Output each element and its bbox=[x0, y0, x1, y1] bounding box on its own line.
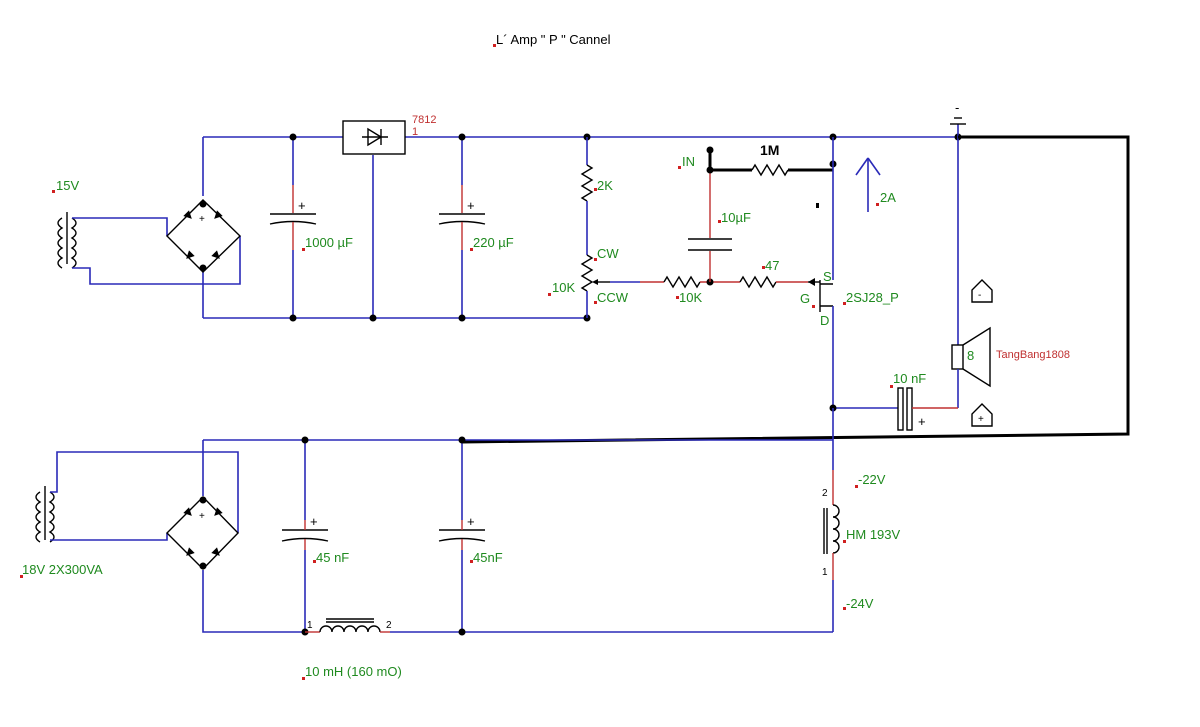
ammeter-2a bbox=[855, 157, 881, 212]
capacitor-10nf: + bbox=[833, 387, 958, 431]
svg-text:-: - bbox=[955, 100, 959, 115]
svg-text:+: + bbox=[199, 511, 205, 522]
label-8: 8 bbox=[967, 348, 974, 363]
resistor-10k bbox=[640, 275, 740, 289]
svg-text:+: + bbox=[467, 514, 475, 529]
title: L´ Amp " P " Cannel bbox=[496, 32, 611, 47]
svg-text:2: 2 bbox=[386, 620, 392, 631]
resistor-47 bbox=[739, 275, 808, 289]
label-18v: 18V 2X300VA bbox=[22, 562, 103, 577]
capacitor-10uf bbox=[688, 170, 732, 282]
label-hm193v: HM 193V bbox=[846, 527, 901, 542]
svg-text:1: 1 bbox=[412, 126, 418, 138]
svg-text:-: - bbox=[978, 290, 981, 301]
transformer-15v bbox=[57, 212, 241, 285]
resistor-2k bbox=[580, 137, 594, 255]
svg-text:+: + bbox=[467, 198, 475, 213]
label-pot-10k: 10K bbox=[552, 280, 575, 295]
return-wire bbox=[461, 135, 1130, 444]
label-1m: 1M bbox=[760, 142, 779, 158]
inductor-10mh bbox=[305, 618, 390, 633]
title-pin bbox=[493, 44, 496, 47]
label-22v: -22V bbox=[858, 472, 886, 487]
mosfet-2sj28 bbox=[808, 137, 834, 408]
potentiometer-10k bbox=[580, 254, 640, 318]
label-cw: CW bbox=[597, 246, 619, 261]
choke-hm193v bbox=[823, 470, 840, 580]
capacitor-220uf: + bbox=[438, 185, 486, 250]
transformer-18v bbox=[35, 451, 239, 543]
upper-rails bbox=[202, 136, 958, 319]
label-24v: -24V bbox=[846, 596, 874, 611]
label-7812: 7812 bbox=[412, 114, 436, 126]
label-220uf: 220 µF bbox=[473, 235, 514, 250]
svg-text:+: + bbox=[199, 214, 205, 225]
label-2k: 2K bbox=[597, 178, 613, 193]
capacitor-1000uf: + bbox=[269, 185, 317, 250]
svg-text:+: + bbox=[918, 414, 926, 429]
ground-top bbox=[950, 117, 966, 137]
resistor-1m bbox=[751, 163, 833, 177]
bridge-rectifier-2: + bbox=[166, 496, 239, 570]
input-node bbox=[706, 146, 752, 174]
label-10k: 10K bbox=[679, 290, 702, 305]
svg-text:1: 1 bbox=[307, 620, 313, 631]
label-1000uf: 1000 µF bbox=[305, 235, 353, 250]
label-ccw: CCW bbox=[597, 290, 629, 305]
terminal-minus: - bbox=[971, 279, 993, 303]
svg-text:+: + bbox=[978, 414, 984, 425]
speaker-tangbang1808 bbox=[951, 137, 991, 408]
label-s: S bbox=[823, 269, 832, 284]
label-g: G bbox=[800, 291, 810, 306]
capacitor-45nf-b: + bbox=[438, 514, 486, 550]
label-d: D bbox=[820, 313, 829, 328]
regulator-7812 bbox=[342, 120, 406, 155]
label-tangbang: TangBang1808 bbox=[996, 349, 1070, 361]
svg-text:2: 2 bbox=[822, 488, 828, 499]
bridge-rectifier-1: + bbox=[166, 199, 242, 273]
label-2sj28: 2SJ28_P bbox=[846, 290, 899, 305]
svg-text:+: + bbox=[298, 198, 306, 213]
label-10uf: 10µF bbox=[721, 210, 751, 225]
label-15v: 15V bbox=[56, 178, 79, 193]
label-10mh: 10 mH (160 mO) bbox=[305, 664, 402, 679]
label-45nf-a: 45 nF bbox=[316, 550, 349, 565]
capacitor-45nf-a: + bbox=[281, 514, 329, 550]
svg-text:1: 1 bbox=[822, 567, 828, 578]
label-in: IN bbox=[682, 154, 695, 169]
label-47: 47 bbox=[765, 258, 779, 273]
label-2a: 2A bbox=[880, 190, 896, 205]
terminal-plus: + bbox=[971, 403, 993, 427]
svg-text:+: + bbox=[310, 514, 318, 529]
label-10nf: 10 nF bbox=[893, 371, 926, 386]
label-45nf-b: 45nF bbox=[473, 550, 503, 565]
